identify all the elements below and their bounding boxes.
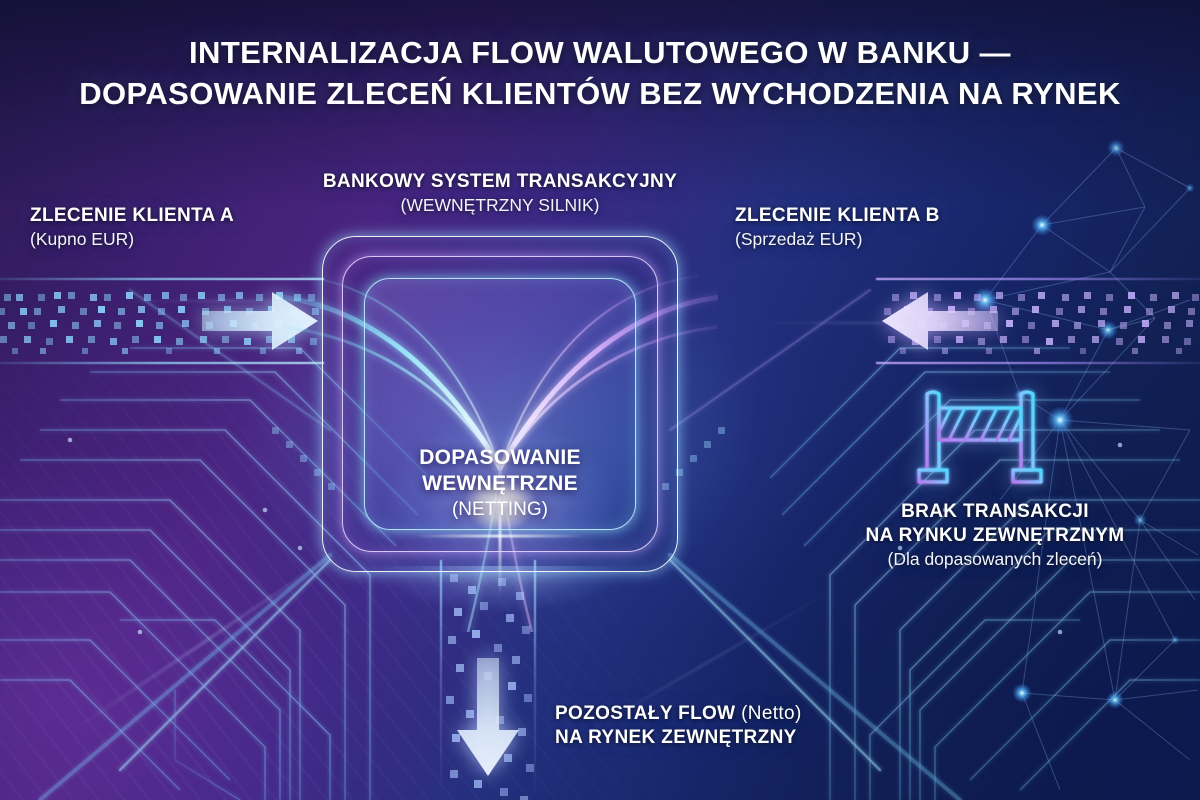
label-internal-matching: DOPASOWANIE WEWNĘTRZNE (NETTING)	[322, 445, 678, 523]
arrow-right-icon	[202, 292, 318, 350]
arrow-left-icon	[882, 292, 998, 350]
data-pixels	[884, 292, 1199, 354]
client-a-flow-band	[0, 278, 324, 364]
label-client-b-sub: (Sprzedaż EUR)	[735, 228, 863, 249]
client-b-flow-band	[876, 278, 1200, 364]
title-line-2: DOPASOWANIE ZLECEŃ KLIENTÓW BEZ WYCHODZE…	[79, 75, 1121, 111]
label-no-market-transaction: BRAK TRANSAKCJI NA RYNKU ZEWNĘTRZNYM (Dl…	[845, 500, 1145, 570]
label-residual-flow-bold: POZOSTAŁY FLOW	[555, 703, 736, 724]
light-streak	[760, 322, 960, 324]
label-no-market-transaction-line-2: NA RYNKU ZEWNĘTRZNYM	[865, 524, 1125, 546]
label-residual-flow-line-1: POZOSTAŁY FLOW (Netto)	[555, 702, 802, 726]
road-barrier-icon	[917, 390, 1043, 484]
chip-ring-middle	[342, 256, 658, 552]
chip-ring-outer	[322, 236, 678, 572]
label-no-market-transaction-sub: (Dla dopasowanych zleceń)	[887, 548, 1103, 569]
chip-bottom-glow	[340, 566, 660, 686]
label-residual-flow: POZOSTAŁY FLOW (Netto) NA RYNEK ZEWNĘTRZ…	[555, 702, 802, 750]
label-client-a: ZLECENIE KLIENTA A (Kupno EUR)	[30, 204, 234, 251]
residual-flow-band	[440, 560, 536, 800]
data-pixels	[0, 292, 319, 354]
chip-ring-inner	[364, 278, 636, 530]
page-title: INTERNALIZACJA FLOW WALUTOWEGO W BANKU —…	[0, 33, 1200, 115]
label-client-b-heading: ZLECENIE KLIENTA B	[735, 205, 940, 226]
title-line-1: INTERNALIZACJA FLOW WALUTOWEGO W BANKU —	[189, 35, 1011, 70]
light-streak	[67, 547, 343, 736]
label-client-a-heading: ZLECENIE KLIENTA A	[30, 205, 235, 226]
label-residual-flow-netto: (Netto)	[741, 703, 802, 724]
label-residual-flow-line-2: NA RYNEK ZEWNĘTRZNY	[555, 726, 797, 748]
label-client-b: ZLECENIE KLIENTA B (Sprzedaż EUR)	[735, 204, 940, 251]
data-pixels	[446, 574, 534, 800]
label-bank-engine-sub: (WEWNĘTRZNY SILNIK)	[400, 194, 600, 215]
label-internal-matching-line-1: DOPASOWANIE	[419, 446, 581, 469]
label-internal-matching-sub: (NETTING)	[451, 499, 549, 521]
label-client-a-sub: (Kupno EUR)	[30, 228, 135, 249]
label-bank-engine: BANKOWY SYSTEM TRANSAKCYJNY (WEWNĘTRZNY …	[300, 170, 700, 217]
label-internal-matching-line-2: WEWNĘTRZNE	[422, 471, 578, 495]
label-no-market-transaction-line-1: BRAK TRANSAKCJI	[901, 501, 1089, 522]
arrow-down-icon	[457, 658, 519, 776]
label-bank-engine-heading: BANKOWY SYSTEM TRANSAKCYJNY	[322, 171, 678, 192]
light-streak	[120, 300, 340, 302]
